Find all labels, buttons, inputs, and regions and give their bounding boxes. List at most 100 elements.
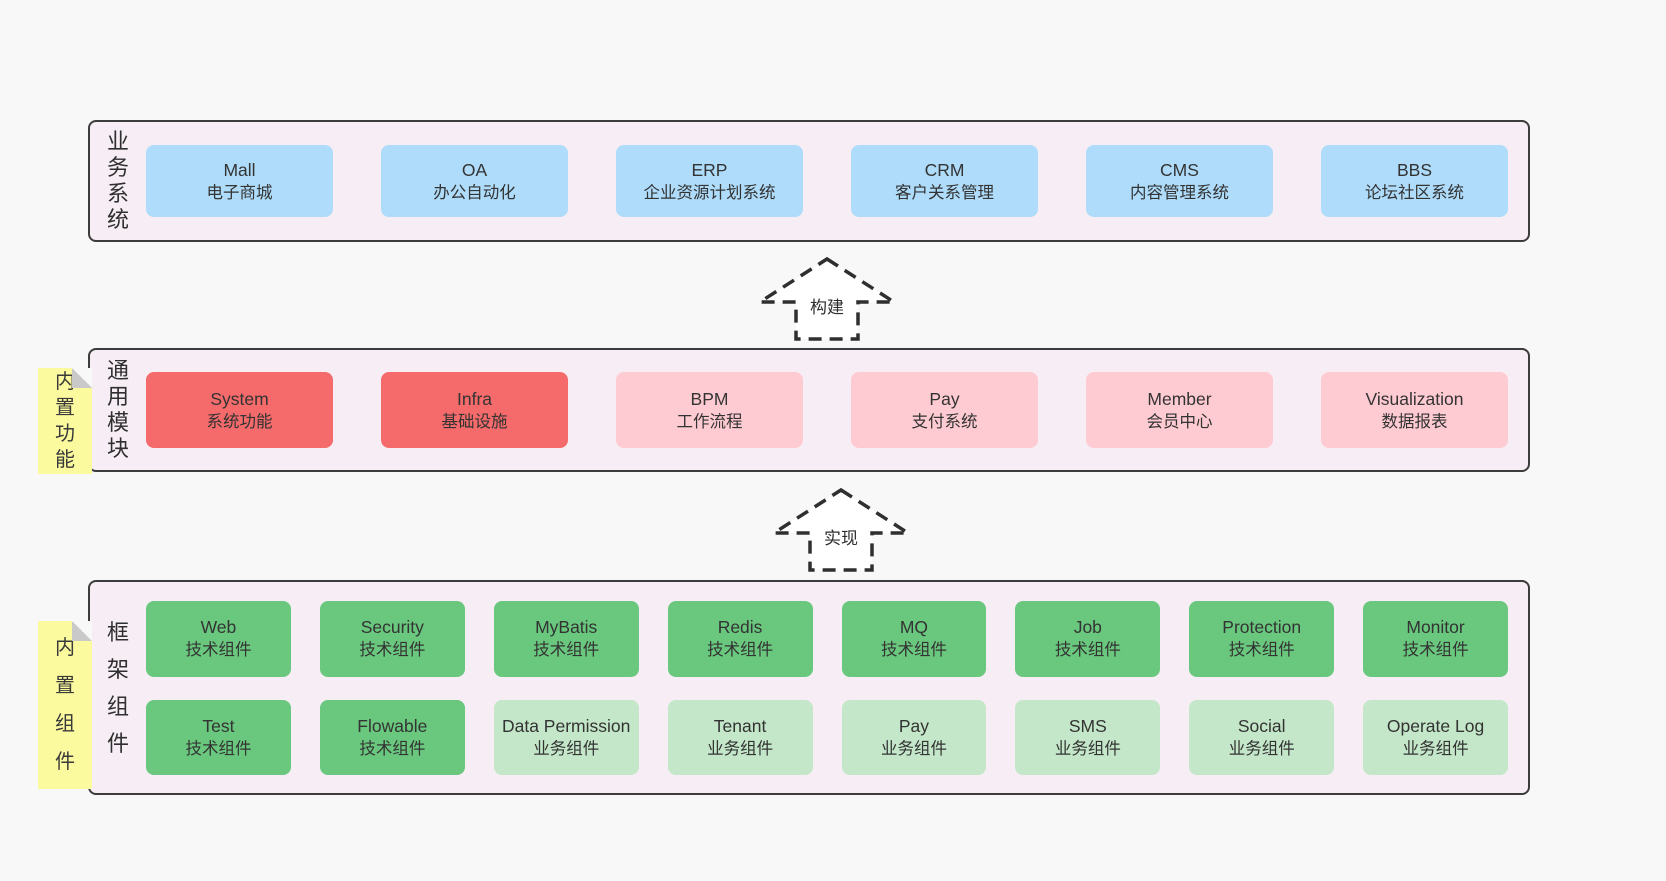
module-box-business-systems-cms: CMS 内容管理系统 [1086,145,1273,217]
box-subtitle: 技术组件 [185,641,252,660]
layer-label-text: 框架组件 [106,619,129,756]
box-title: CRM [924,159,965,180]
box-title: Infra [456,388,493,409]
box-title: Visualization [1365,388,1464,409]
module-box-common-modules-member: Member 会员中心 [1086,372,1273,448]
implement-arrow-label: 实现 [822,524,860,549]
box-subtitle: 基础设施 [441,412,508,431]
box-subtitle: 客户关系管理 [895,183,994,202]
box-title: ERP [691,159,728,180]
box-title: Redis [717,617,763,638]
module-box-common-modules-infra: Infra 基础设施 [381,372,568,448]
box-title: Operate Log [1386,715,1485,736]
module-box-framework-components-pay: Pay 业务组件 [841,699,987,775]
tag-built-in-features: 内置功能 [38,368,92,474]
layer-common-modules: 通用模块 System 系统功能 Infra 基础设施 BPM 工作流程 Pay 支付系统 Me… [88,348,1530,472]
box-subtitle: 技术组件 [359,641,426,660]
tag-text: 内置组件 [55,637,75,773]
box-title: BBS [1396,159,1433,180]
layer-label-business-systems: 业务系统 [90,122,146,240]
module-box-common-modules-bpm: BPM 工作流程 [616,372,803,448]
layer-label-text: 通用模块 [106,358,129,461]
module-box-framework-components-mq: MQ 技术组件 [841,601,987,677]
tag-text: 内置功能 [55,371,75,471]
module-box-business-systems-erp: ERP 企业资源计划系统 [616,145,803,217]
box-title: Protection [1222,617,1302,638]
module-box-framework-components-security: Security 技术组件 [319,601,465,677]
box-subtitle: 技术组件 [185,739,252,758]
box-subtitle: 技术组件 [1228,641,1295,660]
box-subtitle: 工作流程 [676,412,743,431]
box-subtitle: 业务组件 [1228,739,1295,758]
module-box-common-modules-visualization: Visualization 数据报表 [1321,372,1508,448]
module-box-business-systems-crm: CRM 客户关系管理 [851,145,1038,217]
module-box-framework-components-tenant: Tenant 业务组件 [667,699,813,775]
layer-label-text: 业务系统 [106,129,129,232]
module-box-framework-components-test: Test 技术组件 [146,699,291,775]
box-title: Test [202,715,235,736]
box-title: Web [200,617,237,638]
module-box-business-systems-oa: OA 办公自动化 [381,145,568,217]
box-subtitle: 业务组件 [1402,739,1469,758]
box-title: CMS [1160,159,1199,180]
box-title: Social [1237,715,1286,736]
module-box-framework-components-data-permission: Data Permission 业务组件 [493,699,639,775]
module-box-framework-components-job: Job 技术组件 [1015,601,1161,677]
box-title: OA [461,159,488,180]
build-arrow: 构建 [757,256,897,342]
box-subtitle: 办公自动化 [433,183,516,202]
box-title: Pay [929,388,960,409]
module-box-framework-components-sms: SMS 业务组件 [1015,699,1161,775]
layer-label-common-modules: 通用模块 [90,350,146,470]
module-box-framework-components-flowable: Flowable 技术组件 [319,699,465,775]
box-title: MyBatis [535,617,598,638]
box-subtitle: 支付系统 [911,412,978,431]
module-box-common-modules-system: System 系统功能 [146,372,333,448]
box-title: BPM [690,388,729,409]
module-box-framework-components-social: Social 业务组件 [1189,699,1335,775]
box-subtitle: 业务组件 [880,739,947,758]
box-title: Pay [898,715,930,736]
box-title: SMS [1068,715,1107,736]
layer-label-framework-components: 框架组件 [90,582,146,793]
box-subtitle: 数据报表 [1381,412,1448,431]
box-subtitle: 会员中心 [1146,412,1213,431]
box-title: Job [1073,617,1102,638]
box-title: Member [1147,388,1212,409]
box-title: Data Permission [501,715,631,736]
common-modules-boxes: System 系统功能 Infra 基础设施 BPM 工作流程 Pay 支付系统 Member 会… [146,350,1528,470]
module-box-framework-components-monitor: Monitor 技术组件 [1363,601,1508,677]
box-title: Flowable [357,715,428,736]
module-box-business-systems-bbs: BBS 论坛社区系统 [1321,145,1508,217]
box-subtitle: 内容管理系统 [1130,183,1229,202]
box-title: System [210,388,269,409]
box-subtitle: 电子商城 [206,183,273,202]
box-subtitle: 企业资源计划系统 [643,183,776,202]
box-subtitle: 技术组件 [359,739,426,758]
box-title: Tenant [713,715,767,736]
module-box-framework-components-web: Web 技术组件 [146,601,291,677]
folded-corner-icon [72,621,92,641]
box-title: Monitor [1406,617,1465,638]
build-arrow-label: 构建 [808,293,846,318]
box-subtitle: 技术组件 [1054,641,1121,660]
module-box-framework-components-redis: Redis 技术组件 [667,601,813,677]
box-subtitle: 系统功能 [206,412,273,431]
box-subtitle: 技术组件 [707,641,774,660]
box-subtitle: 业务组件 [533,739,600,758]
box-subtitle: 业务组件 [707,739,774,758]
box-subtitle: 技术组件 [1402,641,1469,660]
box-subtitle: 技术组件 [880,641,947,660]
box-subtitle: 论坛社区系统 [1365,183,1464,202]
box-subtitle: 业务组件 [1054,739,1121,758]
box-title: Security [360,617,424,638]
tag-built-in-components: 内置组件 [38,621,92,789]
implement-arrow: 实现 [771,487,911,573]
box-title: MQ [899,617,929,638]
module-box-framework-components-operate-log: Operate Log 业务组件 [1363,699,1508,775]
